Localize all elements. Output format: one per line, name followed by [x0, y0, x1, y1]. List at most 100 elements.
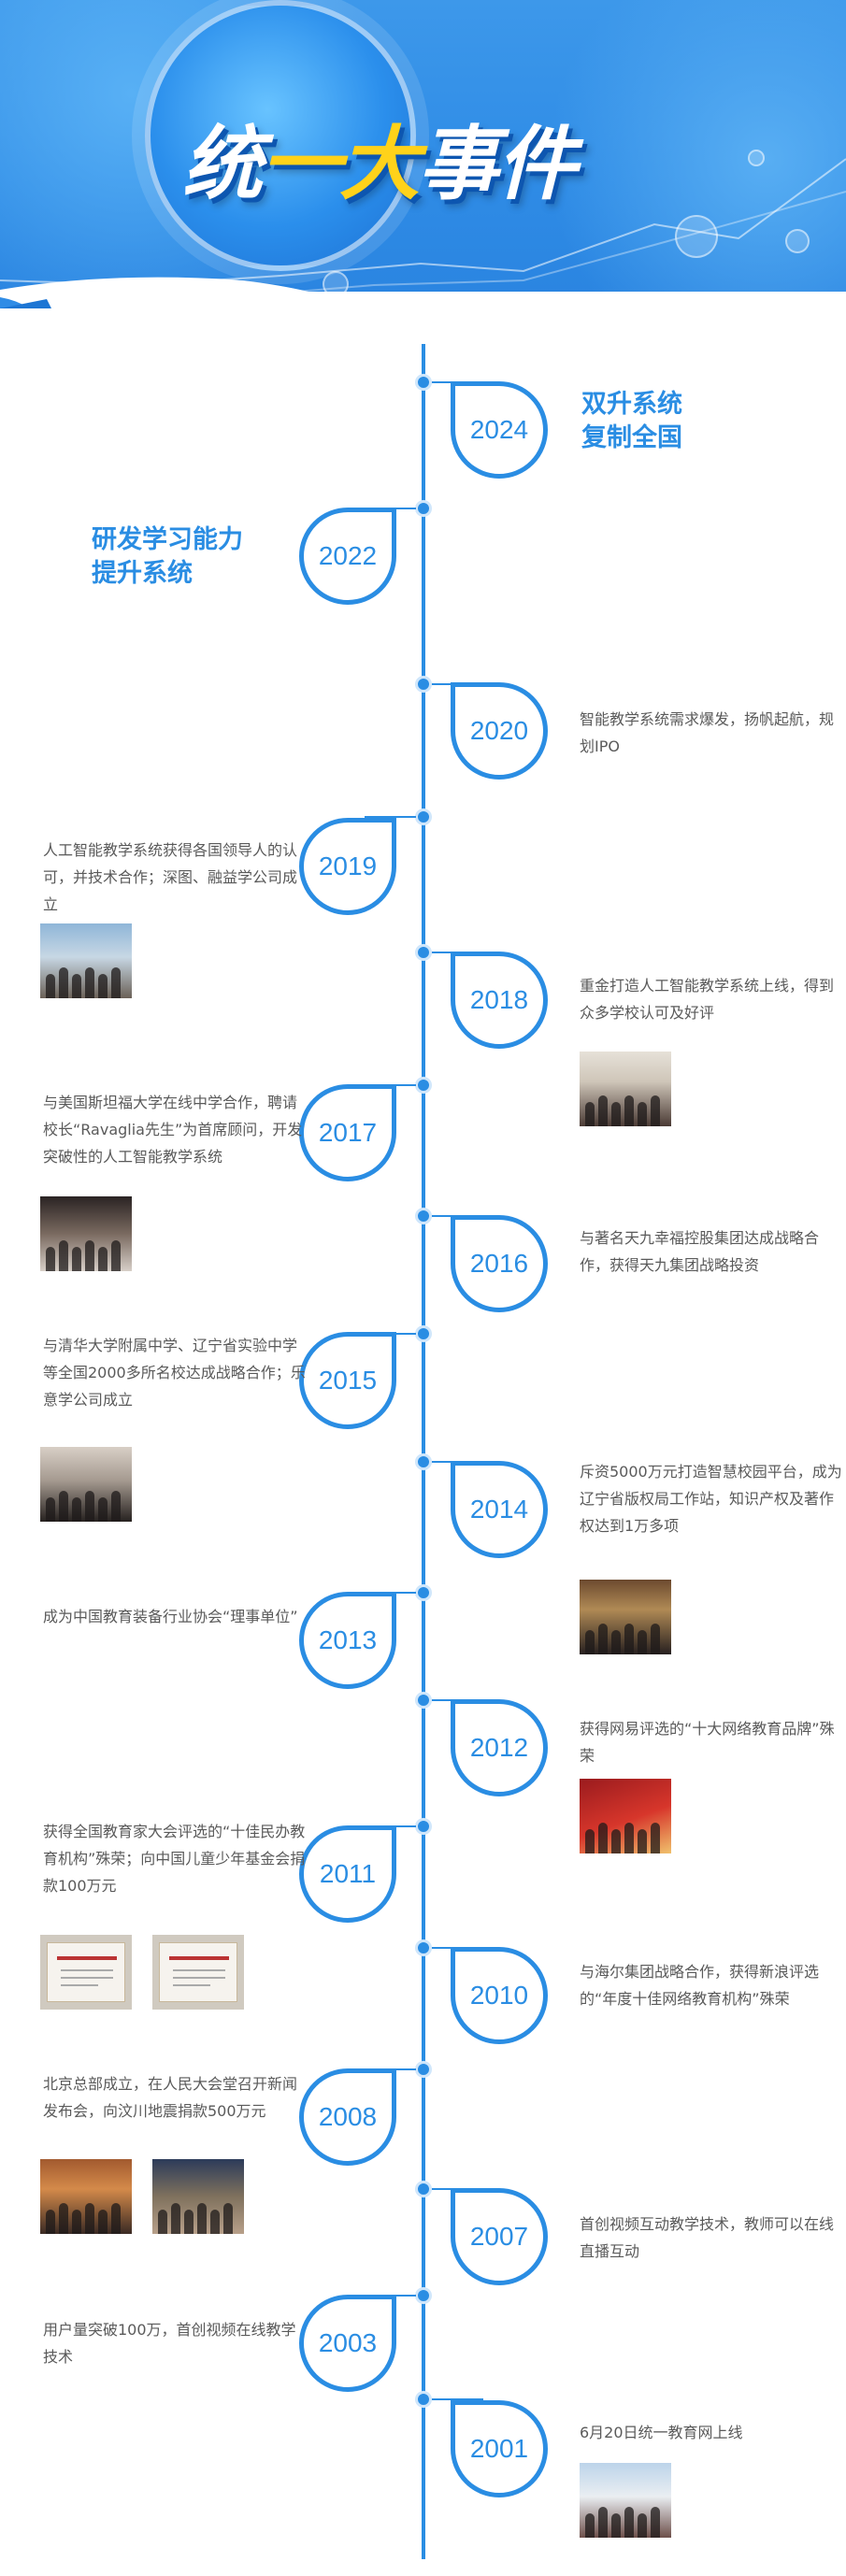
milestone-description: 用户量突破100万，首创视频在线教学技术	[43, 2321, 296, 2366]
timeline-dot	[415, 1584, 432, 1601]
year-label: 2013	[318, 1625, 378, 1654]
timeline-dot	[415, 1818, 432, 1835]
year-label: 2011	[319, 1859, 377, 1888]
people-silhouettes	[40, 2193, 132, 2234]
milestone-description: 与著名天九幸福控股集团达成战略合作，获得天九集团战略投资	[580, 1229, 820, 1274]
event-photo	[580, 1779, 671, 1853]
people-silhouettes	[40, 957, 132, 998]
timeline-dot	[415, 2287, 432, 2304]
year-badge: 2008	[299, 2068, 396, 2166]
year-label: 2003	[318, 2328, 378, 2357]
year-label: 2024	[469, 415, 529, 444]
timeline-dot	[415, 809, 432, 825]
decorative-bubble	[126, 280, 158, 308]
event-photo	[152, 1935, 244, 2010]
timeline-dot	[415, 2181, 432, 2197]
year-badge: 2020	[451, 682, 548, 780]
event-photo	[580, 1580, 671, 1654]
year-badge: 2022	[299, 508, 396, 605]
timeline-dot	[415, 1939, 432, 1956]
decorative-bubble	[675, 215, 718, 258]
event-photo	[40, 2159, 132, 2234]
year-badge: 2011	[299, 1825, 396, 1923]
timeline-dot	[415, 2391, 432, 2408]
year-badge: 2024	[451, 381, 548, 479]
milestone-description: 智能教学系统需求爆发，扬帆起航，规划IPO	[580, 710, 835, 755]
people-silhouettes	[40, 1230, 132, 1271]
year-badge: 2018	[451, 952, 548, 1049]
year-badge: 2019	[299, 818, 396, 915]
timeline-connector	[432, 2398, 483, 2400]
year-badge: 2015	[299, 1332, 396, 1429]
header-banner: 统一大事件	[0, 0, 846, 308]
timeline-dot	[415, 944, 432, 961]
timeline-dot	[415, 1692, 432, 1709]
timeline-dot	[415, 500, 432, 517]
title-circle	[145, 0, 416, 271]
year-label: 2012	[469, 1733, 529, 1762]
year-label: 2010	[469, 1981, 529, 2010]
people-silhouettes	[580, 1085, 671, 1126]
timeline-dot	[415, 1077, 432, 1094]
people-silhouettes	[152, 2193, 244, 2234]
year-label: 2020	[469, 716, 529, 745]
timeline-dot	[415, 1325, 432, 1342]
milestone-description: 与海尔集团战略合作，获得新浪评选的“年度十佳网络教育机构”殊荣	[580, 1963, 820, 2008]
year-badge: 2003	[299, 2295, 396, 2392]
year-label: 2007	[469, 2222, 529, 2251]
year-label: 2022	[318, 541, 378, 570]
year-badge: 2010	[451, 1947, 548, 2044]
people-silhouettes	[580, 2497, 671, 2538]
event-photo	[152, 2159, 244, 2234]
milestone-headline: 研发学习能力 提升系统	[92, 525, 243, 588]
milestone-description: 与清华大学附属中学、辽宁省实验中学等全国2000多所名校达成战略合作；乐意学公司…	[43, 1337, 306, 1409]
year-label: 2016	[469, 1249, 529, 1278]
certificate	[159, 1942, 237, 2002]
milestone-description: 重金打造人工智能教学系统上线，得到众多学校认可及好评	[580, 977, 835, 1022]
certificate	[47, 1942, 125, 2002]
year-badge: 2013	[299, 1592, 396, 1689]
milestone-description: 获得网易评选的“十大网络教育品牌”殊荣	[580, 1720, 835, 1765]
year-label: 2018	[469, 985, 529, 1014]
timeline-axis	[422, 344, 425, 2559]
decorative-bubble	[785, 229, 810, 253]
timeline-dot	[415, 2061, 432, 2078]
milestone-description: 与美国斯坦福大学在线中学合作，聘请校长“Ravaglia先生”为首席顾问，开发突…	[43, 1094, 303, 1166]
timeline-dot	[415, 1453, 432, 1470]
milestone-description: 斥资5000万元打造智慧校园平台，成为辽宁省版权局工作站，知识产权及著作权达到1…	[580, 1463, 842, 1535]
event-photo	[40, 1935, 132, 2010]
milestone-description: 成为中国教育装备行业协会“理事单位”	[43, 1608, 298, 1625]
event-photo	[40, 1196, 132, 1271]
year-label: 2014	[469, 1495, 529, 1524]
banner-glow	[523, 0, 846, 308]
year-label: 2019	[318, 852, 378, 880]
decorative-bubble	[323, 271, 349, 297]
event-photo	[580, 2463, 671, 2538]
year-badge: 2001	[451, 2400, 548, 2497]
year-label: 2017	[318, 1118, 378, 1147]
decorative-bubble	[748, 150, 765, 166]
timeline-connector	[365, 816, 416, 818]
timeline: 2024 双升系统 复制全国 2022 研发学习能力 提升系统 2020 智能教学系统需求…	[0, 308, 846, 2576]
event-photo	[580, 1052, 671, 1126]
year-badge: 2014	[451, 1461, 548, 1558]
year-label: 2015	[318, 1366, 378, 1395]
milestone-description: 获得全国教育家大会评选的“十佳民办教育机构”殊荣；向中国儿童少年基金会捐款100…	[43, 1823, 306, 1895]
milestone-headline: 双升系统 复制全国	[581, 390, 682, 452]
milestone-description: 人工智能教学系统获得各国领导人的认可，并技术合作；深图、融益学公司成立	[43, 841, 298, 913]
year-badge: 2007	[451, 2188, 548, 2285]
people-silhouettes	[580, 1613, 671, 1654]
year-badge: 2016	[451, 1215, 548, 1312]
year-badge: 2017	[299, 1084, 396, 1181]
milestone-description: 北京总部成立，在人民大会堂召开新闻发布会，向汶川地震捐款500万元	[43, 2075, 298, 2120]
milestone-description: 6月20日统一教育网上线	[580, 2424, 743, 2441]
timeline-dot	[415, 676, 432, 693]
year-badge: 2012	[451, 1699, 548, 1796]
timeline-dot	[415, 374, 432, 391]
page-title: 统一大事件	[182, 118, 577, 211]
milestone-description: 首创视频互动教学技术，教师可以在线直播互动	[580, 2215, 835, 2260]
year-label: 2001	[469, 2434, 529, 2463]
people-silhouettes	[40, 1481, 132, 1522]
event-photo	[40, 923, 132, 998]
people-silhouettes	[580, 1812, 671, 1853]
